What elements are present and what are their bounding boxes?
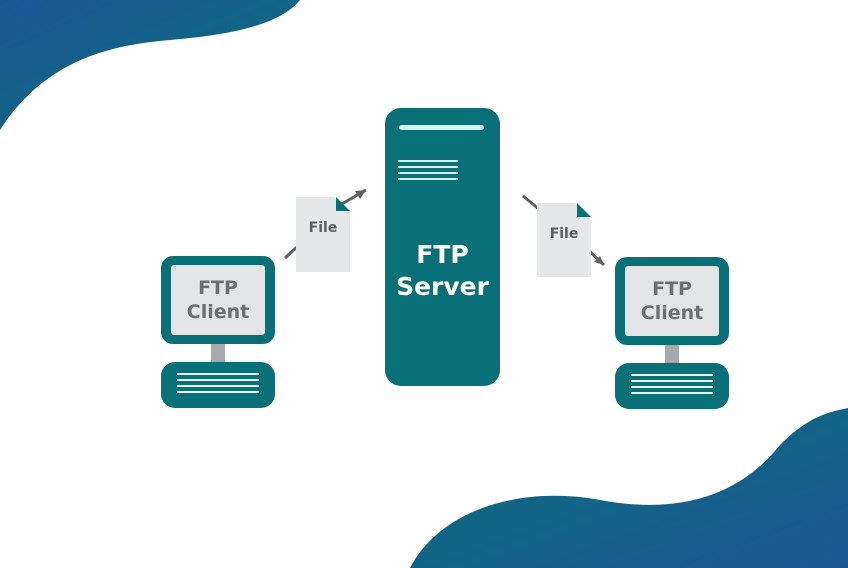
client-right-label-line2: Client xyxy=(640,302,704,324)
client-left-stand xyxy=(211,344,225,362)
file-document-right xyxy=(537,203,591,277)
server-label-line1: FTP xyxy=(416,240,469,269)
server-top-bar xyxy=(399,125,484,130)
server-vents xyxy=(398,160,458,184)
background-wave-bottom-right xyxy=(410,408,848,568)
file-document-left xyxy=(296,197,350,272)
client-left-label-line1: FTP xyxy=(198,277,238,299)
ftp-client-right-monitor: FTP Client xyxy=(615,257,729,345)
client-right-label-line1: FTP xyxy=(652,278,692,300)
client-left-screen: FTP Client xyxy=(171,265,265,335)
client-right-stand xyxy=(665,345,679,363)
server-label-line2: Server xyxy=(396,272,489,301)
file-label-right: File xyxy=(549,226,579,242)
ftp-client-left-monitor: FTP Client xyxy=(161,256,275,344)
client-right-screen: FTP Client xyxy=(625,266,719,336)
client-left-label-line2: Client xyxy=(186,301,250,323)
file-label-left: File xyxy=(308,220,338,236)
client-right-keyboard xyxy=(615,363,729,409)
client-left-keyboard xyxy=(161,362,275,408)
ftp-server: FTP Server xyxy=(385,108,500,386)
